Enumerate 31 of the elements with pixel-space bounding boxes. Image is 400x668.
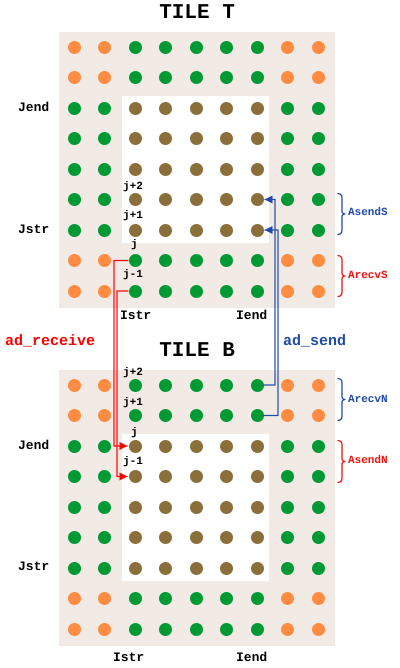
connector-arrow (264, 226, 279, 416)
tile-title: TILE T (158, 2, 236, 25)
grid-point (128, 254, 142, 267)
edge-label: ad_send (283, 333, 346, 350)
grid-point (128, 284, 142, 298)
row-index-label: j (131, 426, 138, 440)
row-index-label: j+1 (123, 396, 143, 410)
row-index-label: j (131, 238, 138, 252)
bracket-label: AsendS (348, 206, 388, 220)
edge-label: ad_receive (5, 333, 96, 350)
connector-arrow (113, 260, 128, 450)
axis-label: Jstr (18, 560, 50, 574)
axis-label: Jstr (18, 223, 50, 237)
bracket-label: ArecvN (348, 393, 388, 407)
bracket-label: AsendN (348, 454, 388, 468)
bracket-label: ArecvS (348, 269, 388, 283)
axis-label: Jend (18, 439, 50, 453)
connector-arrow (116, 290, 128, 480)
row-index-label: j+2 (123, 180, 143, 194)
row-index-label: j-1 (123, 455, 143, 469)
row-index-label: j+1 (123, 209, 143, 223)
axis-label: Iend (236, 651, 268, 665)
connector-arrow (264, 196, 276, 386)
row-index-label: j+2 (123, 366, 143, 380)
axis-label: Jend (18, 101, 50, 115)
axis-label: Iend (236, 309, 268, 323)
axis-label: Istr (120, 309, 152, 323)
row-index-label: j-1 (123, 268, 143, 282)
grid-point (250, 409, 264, 422)
axis-label: Istr (113, 651, 144, 665)
grid-point (250, 378, 264, 392)
